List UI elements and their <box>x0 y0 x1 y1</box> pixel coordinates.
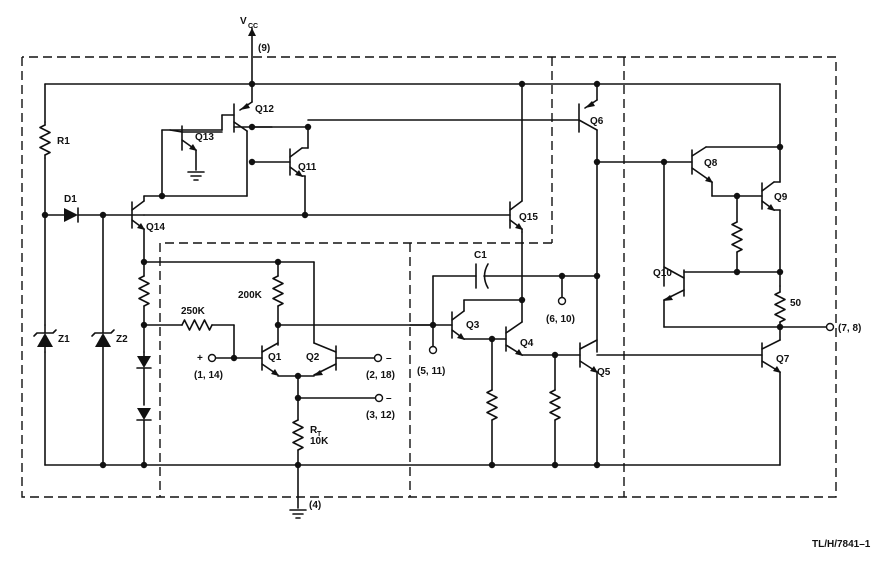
q3-label: Q3 <box>466 320 480 331</box>
pin-2-18-sign: – <box>386 353 392 364</box>
resistor-q4-emitter <box>549 354 561 466</box>
q7-label: Q7 <box>776 354 790 365</box>
q10-label: Q10 <box>653 268 672 279</box>
figure-code: TL/H/7841–1 <box>812 539 871 550</box>
transistor-q11: Q11 <box>143 126 317 216</box>
r250-label: 250K <box>181 306 206 317</box>
resistor-50: 50 <box>774 285 802 341</box>
pin-2-18-label: (2, 18) <box>366 370 395 381</box>
rt-subscript: T <box>317 431 322 438</box>
q6-label: Q6 <box>590 116 604 127</box>
q14-label: Q14 <box>146 222 165 233</box>
transistor-q10: Q10 <box>653 161 781 328</box>
zener-z2: Z2 <box>91 214 128 466</box>
rt-label: R <box>310 425 318 436</box>
vcc-pin: (9) <box>258 43 270 54</box>
capacitor-c1: C1 <box>432 250 598 347</box>
d1-label: D1 <box>64 194 77 205</box>
r200-label: 200K <box>238 290 263 301</box>
resistor-q8-q9 <box>731 195 743 273</box>
q1-label: Q1 <box>268 352 282 363</box>
vcc-subscript: CC <box>248 23 258 30</box>
diode-d1: D1 <box>44 194 133 223</box>
pin-3-12-label: (3, 12) <box>366 410 395 421</box>
r1-label: R1 <box>57 136 70 147</box>
q13-label: Q13 <box>195 132 214 143</box>
resistor-250k: 250K <box>143 306 235 359</box>
transistor-q13: Q13 <box>161 125 223 197</box>
zener-z1: Z1 <box>33 324 70 353</box>
transistor-q14: Q14 <box>131 195 165 263</box>
transistor-q3: Q3 <box>409 231 523 341</box>
pin-7-8-label: (7, 8) <box>838 323 861 334</box>
resistor-r1: R1 <box>39 121 70 159</box>
rails <box>44 83 781 466</box>
transistor-q6: Q6 <box>307 83 604 353</box>
pin-6-10: (6, 10) <box>546 275 575 325</box>
transistor-q8: Q8 <box>596 146 781 197</box>
transistor-q15: Q15 <box>509 83 538 233</box>
q4-label: Q4 <box>520 338 534 349</box>
block-outlines <box>21 56 837 498</box>
q9-label: Q9 <box>774 192 788 203</box>
z1-label: Z1 <box>58 334 70 345</box>
vcc-supply: V CC (9) <box>240 16 270 85</box>
q15-label: Q15 <box>519 212 538 223</box>
c1-label: C1 <box>474 250 487 261</box>
input-stage <box>136 261 315 466</box>
rt-value: 10K <box>310 436 329 447</box>
transistor-q7: Q7 <box>596 339 790 466</box>
vcc-label: V <box>240 16 247 27</box>
resistor-q3-emitter <box>486 338 498 466</box>
pin-2-18: – (2, 18) <box>366 353 395 381</box>
pin-5-11: (5, 11) <box>417 345 445 377</box>
resistor-200k: 200K <box>238 261 434 346</box>
pin-5-11-label: (5, 11) <box>417 366 445 377</box>
pin-1-14-sign: + <box>197 353 203 364</box>
pin-7-8: (7, 8) <box>825 322 861 334</box>
transistor-q2: Q2 <box>306 261 375 376</box>
pin-3-12: – (3, 12) <box>297 393 395 421</box>
transistor-q1: Q1 <box>215 342 282 376</box>
z2-label: Z2 <box>116 334 128 345</box>
pin-6-10-label: (6, 10) <box>546 314 575 325</box>
pin-1-14: + (1, 14) <box>194 353 223 381</box>
transistor-q9: Q9 <box>711 83 788 287</box>
q5-label: Q5 <box>597 367 611 378</box>
transistor-q5: Q5 <box>554 339 611 466</box>
ground-pin: (4) <box>309 500 321 511</box>
r50-label: 50 <box>790 298 802 309</box>
junction-dots <box>41 80 784 469</box>
pin-3-12-sign: – <box>386 393 392 404</box>
transistor-q4: Q4 <box>491 299 556 356</box>
q11-label: Q11 <box>298 162 317 173</box>
q12-label: Q12 <box>255 104 274 115</box>
transistor-q12: Q12 <box>161 83 309 197</box>
q2-label: Q2 <box>306 352 320 363</box>
pin-1-14-label: (1, 14) <box>194 370 223 381</box>
q8-label: Q8 <box>704 158 718 169</box>
